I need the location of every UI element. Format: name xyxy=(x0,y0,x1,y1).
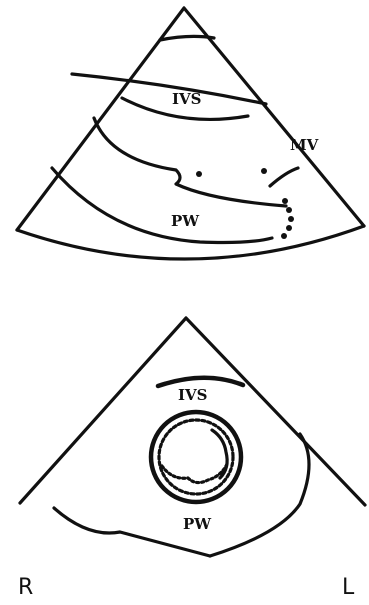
mitral-anterior-leaflet xyxy=(270,168,298,186)
lv-inner-border xyxy=(94,118,286,206)
right-side-label: R xyxy=(18,575,33,600)
posterior-leaflet-dot-4 xyxy=(286,225,292,231)
posterior-leaflet-dot-3 xyxy=(288,216,294,222)
posterior-wall-border xyxy=(52,168,272,243)
top-ivs-label: IVS xyxy=(172,90,202,108)
lv-papillary-cluster xyxy=(212,430,227,478)
mitral-dot-2 xyxy=(196,171,202,177)
near-field-line xyxy=(160,36,214,40)
left-side-label: L xyxy=(342,575,355,600)
top-mv-label: MV xyxy=(290,136,319,154)
top-pw-label: PW xyxy=(171,212,200,230)
mitral-dot-1 xyxy=(261,168,267,174)
posterior-leaflet-dot-2 xyxy=(286,207,292,213)
lv-trabeculae xyxy=(162,462,228,483)
long-axis-view: IVS MV PW xyxy=(17,8,364,259)
bottom-pw-label: PW xyxy=(183,515,212,533)
bottom-ivs-label: IVS xyxy=(178,386,208,404)
posterior-leaflet-dot-5 xyxy=(281,233,287,239)
septum-arc xyxy=(158,378,243,386)
posterior-leaflet-dot-1 xyxy=(282,198,288,204)
septum-upper-border xyxy=(72,74,266,104)
short-axis-view: IVS PW xyxy=(20,318,365,556)
lv-short-axis-ring xyxy=(151,412,241,502)
